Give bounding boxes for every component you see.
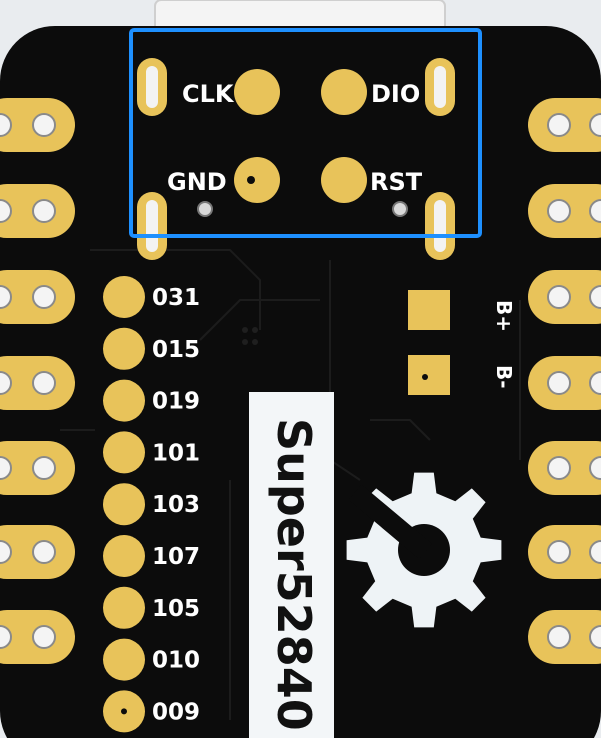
clk-label: CLK	[182, 80, 235, 108]
io-pad-019[interactable]	[103, 379, 145, 422]
right-edge-pads	[528, 98, 601, 664]
io-pad-label: 009	[152, 699, 200, 725]
dio-label: DIO	[371, 80, 420, 108]
io-pad-label: 010	[152, 648, 200, 674]
io-pad-label: 015	[152, 337, 200, 363]
clk-pad[interactable]	[234, 69, 280, 115]
via-left	[197, 201, 213, 217]
io-pad-label: 101	[152, 440, 200, 466]
battery-pads: B+ B-	[408, 290, 516, 395]
io-pad-label: 105	[152, 596, 200, 622]
gnd-label: GND	[167, 168, 227, 196]
battery-minus-label: B-	[492, 365, 516, 389]
io-pad-010[interactable]	[103, 638, 145, 681]
io-pad-column: 031 015 019 101 103 107 105 010 009	[103, 276, 200, 733]
io-pad-label: 107	[152, 544, 200, 570]
battery-minus-pad[interactable]	[408, 355, 450, 395]
io-pad-107[interactable]	[103, 535, 145, 577]
dio-pad[interactable]	[321, 69, 367, 115]
battery-plus-pad[interactable]	[408, 290, 450, 330]
brand-label: Super52840	[267, 418, 321, 731]
io-pad-label: 019	[152, 389, 200, 415]
gnd-pad[interactable]	[234, 157, 280, 203]
open-hardware-gear-icon	[346, 472, 502, 628]
rst-label: RST	[370, 168, 423, 196]
io-pad-015[interactable]	[103, 327, 145, 370]
via-right	[392, 201, 408, 217]
io-pad-label: 031	[152, 285, 200, 311]
battery-plus-label: B+	[492, 300, 516, 332]
io-pad-031[interactable]	[103, 276, 145, 318]
rst-pad[interactable]	[321, 157, 367, 203]
left-edge-pads	[0, 98, 75, 664]
swd-highlight-box	[129, 28, 482, 238]
brand-strip	[249, 392, 334, 738]
io-pad-105[interactable]	[103, 586, 145, 629]
io-pad-101[interactable]	[103, 431, 145, 474]
io-pad-label: 103	[152, 492, 200, 518]
io-pad-103[interactable]	[103, 483, 145, 526]
swd-header[interactable]: CLK DIO GND RST	[129, 28, 482, 260]
